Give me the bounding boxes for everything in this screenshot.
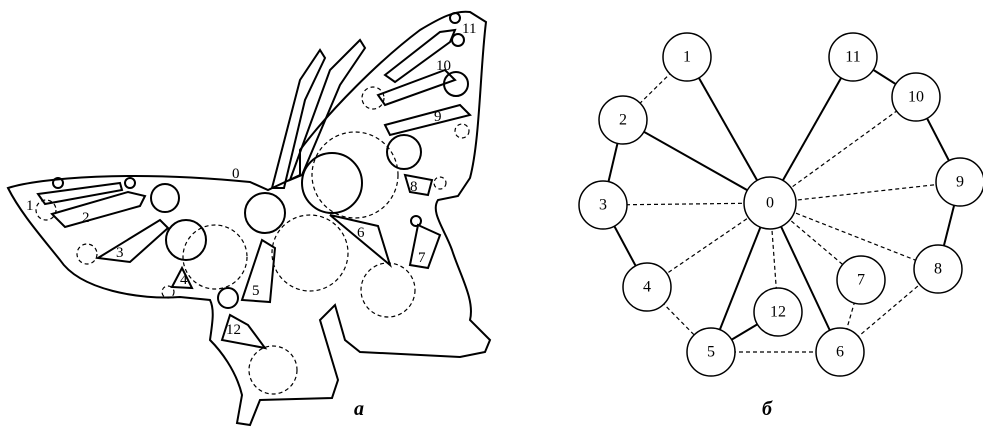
region-5-shape [240, 238, 277, 304]
region-12-shape [220, 313, 268, 350]
region-2-shape [50, 190, 147, 229]
region-9-shape [383, 103, 472, 137]
marker-circle [52, 177, 64, 189]
graph-node-2 [598, 95, 648, 145]
edge-dashed-0-9 [769, 181, 961, 204]
region-label-9: 9 [434, 109, 442, 125]
marker-circle [150, 183, 180, 213]
region-label-11: 11 [462, 21, 476, 37]
dashed-circle [182, 224, 248, 290]
graph-node-11 [828, 32, 878, 82]
dashed-circle [76, 243, 98, 265]
graph-node-3 [578, 180, 628, 230]
dashed-circle [361, 86, 385, 110]
graph-node-9 [935, 157, 983, 207]
region-10-shape [376, 68, 457, 107]
graph-node-7 [836, 255, 886, 305]
region-7-shape [408, 223, 442, 270]
graph-node-5 [686, 327, 736, 377]
graph-node-label-7: 7 [857, 272, 865, 289]
dashed-circle [360, 262, 416, 318]
dashed-circle [271, 214, 349, 292]
graph-node-12 [753, 287, 803, 337]
graph-node-6 [815, 327, 865, 377]
marker-circle [301, 152, 363, 214]
region-8-shape [403, 173, 434, 197]
graph-node-1 [662, 32, 712, 82]
graph-node-label-8: 8 [934, 261, 942, 278]
butterfly-antenna-left [270, 48, 327, 189]
region-label-7: 7 [418, 250, 426, 266]
graph-node-label-9: 9 [956, 174, 964, 191]
marker-circle [443, 71, 469, 97]
graph-node-0 [743, 176, 797, 230]
marker-circle [449, 12, 461, 24]
edge-solid-0-1 [686, 56, 771, 204]
region-label-10: 10 [436, 58, 451, 74]
edge-solid-0-6 [769, 202, 841, 353]
graph-node-8 [913, 244, 963, 294]
graph-node-label-12: 12 [770, 304, 786, 321]
dashed-circle [35, 199, 57, 221]
dashed-circle [433, 176, 447, 190]
region-label-5: 5 [252, 283, 260, 299]
region-label-4: 4 [180, 272, 188, 288]
dashed-circle [161, 285, 175, 299]
region-label-0: 0 [232, 166, 240, 182]
region-4-shape [170, 265, 194, 290]
graph-node-label-0: 0 [766, 195, 774, 212]
caption-a: а [354, 398, 364, 420]
edge-dashed-0-10 [769, 96, 917, 204]
butterfly-antenna-right [288, 38, 367, 182]
region-label-6: 6 [357, 225, 365, 241]
dashed-circle [311, 131, 399, 219]
graph-node-10 [891, 72, 941, 122]
graph-node-label-11: 11 [845, 49, 860, 66]
caption-b: б [762, 398, 773, 420]
butterfly-outline [6, 10, 492, 427]
marker-circle [410, 215, 422, 227]
marker-circle [165, 219, 207, 261]
dashed-circle [248, 345, 298, 395]
region-label-2: 2 [82, 210, 90, 226]
marker-circle [386, 134, 422, 170]
edge-dashed-6-7 [839, 279, 862, 353]
region-label-3: 3 [116, 245, 124, 261]
region-11-shape [383, 28, 457, 84]
graph-node-label-10: 10 [908, 89, 924, 106]
graph-node-label-4: 4 [643, 279, 651, 296]
region-label-12: 12 [226, 322, 241, 338]
graph-node-label-2: 2 [619, 112, 627, 129]
region-6-shape [329, 214, 392, 268]
graph-node-label-6: 6 [836, 344, 844, 361]
region-label-8: 8 [410, 179, 418, 195]
marker-circle [124, 177, 136, 189]
marker-circle [451, 33, 465, 47]
marker-circle [217, 287, 239, 309]
marker-circle [244, 192, 286, 234]
dashed-circle [454, 123, 470, 139]
region-label-1: 1 [26, 198, 34, 214]
edge-solid-0-11 [769, 56, 854, 204]
graph-node-label-3: 3 [599, 197, 607, 214]
region-3-shape [95, 218, 170, 264]
graph-node-label-5: 5 [707, 344, 715, 361]
edge-solid-0-2 [622, 119, 771, 204]
edge-dashed-0-8 [769, 202, 939, 270]
graph-node-label-1: 1 [683, 49, 691, 66]
butterfly-figure: 0 1 2 3 4 5 6 7 8 9 10 11 12 а [6, 10, 492, 427]
graph-node-4 [622, 262, 672, 312]
